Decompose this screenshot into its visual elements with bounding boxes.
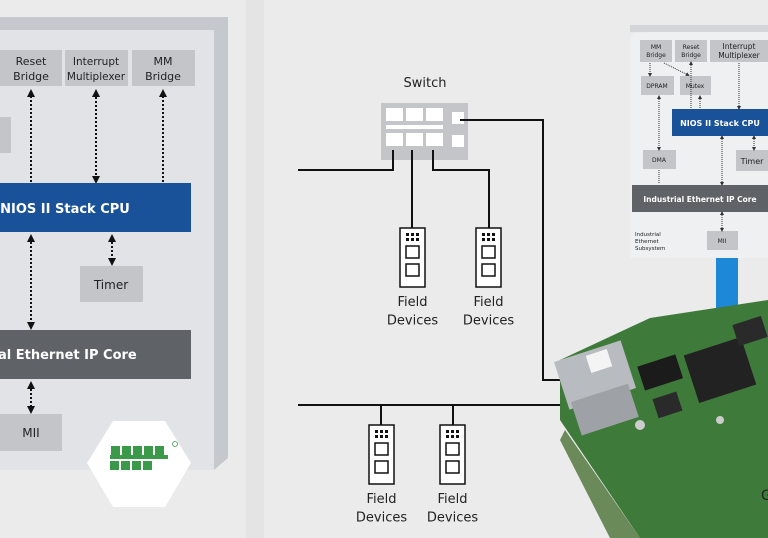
mm-bridge-box	[132, 50, 195, 86]
inset-timer-label: Timer	[740, 157, 765, 166]
network-cables	[298, 119, 565, 425]
reset-bridge-box	[0, 50, 62, 86]
reset-bridge-label: Reset	[16, 55, 47, 68]
inset-ip-core-label: Industrial Ethernet IP Core	[643, 195, 756, 204]
inset-interrupt-label: Interrupt	[722, 42, 755, 51]
svg-text:Mutex: Mutex	[686, 83, 705, 90]
field-device-icon	[368, 424, 395, 485]
interrupt-multiplexer-box	[65, 50, 128, 86]
inset-cpu-label: NIOS II Stack CPU	[680, 119, 760, 128]
timer-label: Timer	[93, 278, 128, 292]
profinet-logo	[87, 421, 191, 507]
mii-box	[0, 414, 62, 451]
mii-label: MII	[22, 426, 39, 440]
cropped-box	[0, 117, 11, 153]
circuit-board-photo: G	[553, 300, 768, 538]
field-device-icon	[475, 227, 502, 288]
ip-core-bar	[0, 330, 191, 379]
ip-core-label: al Ethernet IP Core	[0, 348, 137, 363]
dotted-connectors	[27, 89, 167, 414]
timer-box	[80, 266, 143, 302]
switch-label: Switch	[404, 76, 447, 91]
switch-icon	[381, 103, 468, 160]
svg-text:DPRAM: DPRAM	[646, 83, 667, 90]
field-device-icon	[439, 424, 466, 485]
svg-text:DMA: DMA	[652, 157, 667, 164]
nios-cpu-bar	[0, 183, 191, 232]
svg-text:MII: MII	[718, 238, 727, 245]
nios-cpu-label: NIOS II Stack CPU	[0, 202, 130, 217]
field-device-icon	[399, 227, 426, 288]
board-label: G	[761, 488, 768, 504]
